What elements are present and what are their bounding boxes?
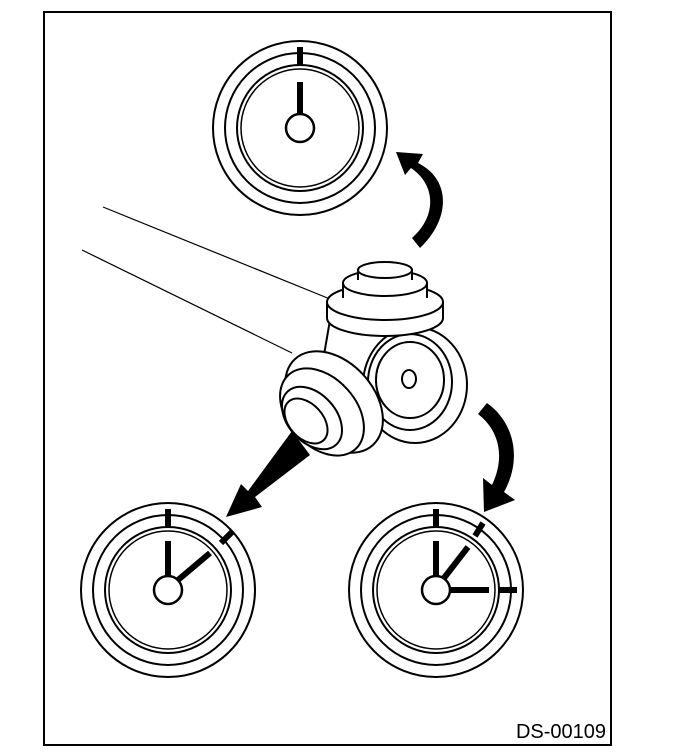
arrow-top: [396, 152, 443, 248]
arrow-right: [478, 403, 515, 512]
leader-line-upper: [102, 206, 331, 300]
arrow-left: [226, 431, 310, 517]
dial-bottom-left-pointer-1: [176, 550, 212, 583]
tripod-joint: [279, 261, 468, 457]
leader-line-lower: [81, 249, 293, 354]
figure-code: DS-00109: [515, 721, 606, 743]
dial-bottom-right-pointer-1: [441, 545, 471, 580]
dial-bottom-right: [348, 502, 524, 678]
dial-bottom-right-mark-1: [472, 521, 486, 538]
dial-bottom-left: [80, 502, 256, 678]
dial-top: [212, 40, 388, 216]
dial-bottom-left-mark-1: [218, 528, 236, 546]
